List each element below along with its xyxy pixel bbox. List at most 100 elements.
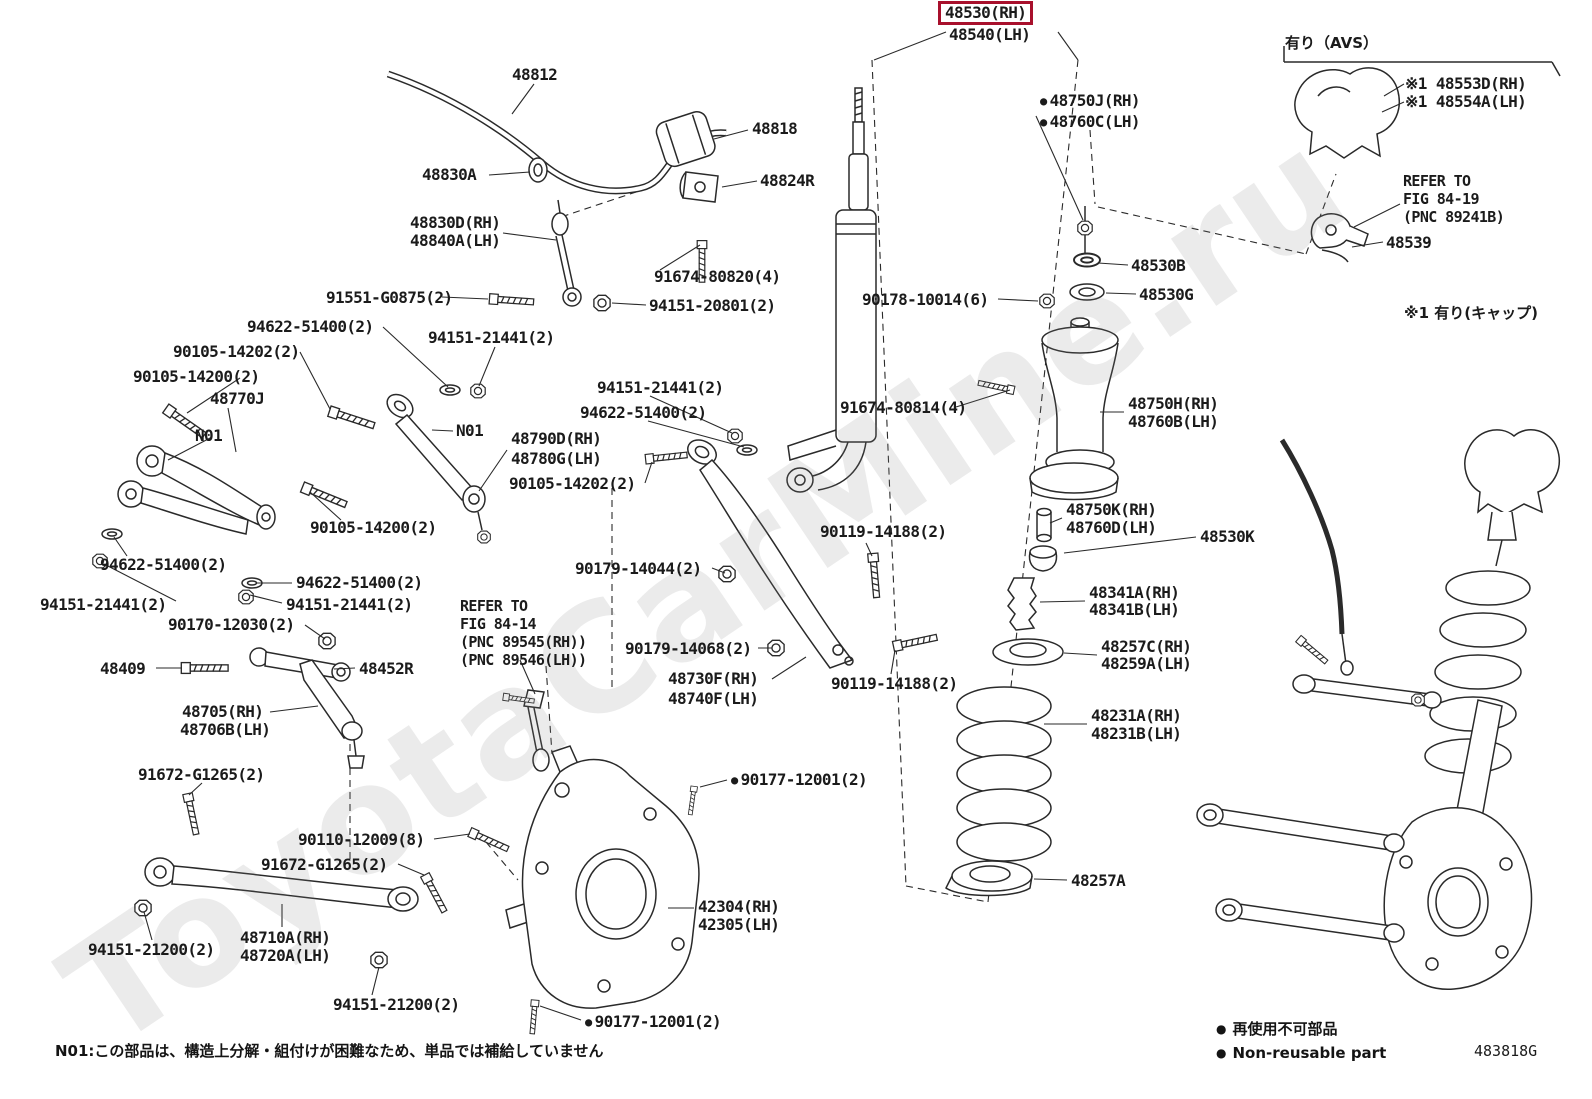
part-label-48452r: 48452R xyxy=(359,660,414,678)
part-label-48790d-rh: 48790D(RH) xyxy=(511,430,602,448)
part-label-text: 90119-14188(2) xyxy=(831,674,958,693)
part-label-text: 48760D(LH) xyxy=(1066,518,1157,537)
part-label-94151-21200-2: 94151-21200(2) xyxy=(88,941,215,959)
stabilizer-link-48830D xyxy=(551,199,582,307)
part-label-text: 48824R xyxy=(760,171,815,190)
part-label-text: 48720A(LH) xyxy=(240,946,331,965)
part-label-text: 90119-14188(2) xyxy=(820,522,947,541)
assembled-suspension-view xyxy=(1196,429,1560,990)
non-reusable-legend: ●再使用不可部品 ●Non-reusable part xyxy=(1216,1018,1386,1067)
part-label-48706b-lh: 48706B(LH) xyxy=(180,720,271,739)
part-label-48824r: 48824R xyxy=(760,171,815,190)
part-label-91674-80814-4: 91674-80814(4) xyxy=(840,398,967,417)
non-reusable-dot-icon: ● xyxy=(1216,1046,1227,1060)
part-label-text: 48259A(LH) xyxy=(1101,654,1192,673)
leader-lines xyxy=(103,31,1405,1021)
part-label-48409: 48409 xyxy=(100,660,146,678)
part-label-text: 48231A(RH) xyxy=(1091,706,1182,725)
part-label-n01: N01 xyxy=(456,422,484,440)
upper-support-48750H xyxy=(977,206,1119,501)
part-label-48830a: 48830A xyxy=(422,166,477,184)
non-reusable-dot-icon: ● xyxy=(1216,1022,1227,1036)
part-label-text: 90179-14044(2) xyxy=(575,559,702,578)
part-label-91674-80820-4: 91674-80820(4) xyxy=(654,268,781,286)
part-label-text: 48341B(LH) xyxy=(1089,600,1180,619)
part-label-48231a-rh: 48231A(RH) xyxy=(1091,706,1182,725)
non-reusable-dot-icon: ● xyxy=(1040,94,1047,108)
part-label-text: 48830D(RH) xyxy=(410,213,501,232)
part-label-48818: 48818 xyxy=(752,120,798,138)
part-label-text: 91551-G0875(2) xyxy=(326,288,453,307)
spring-seat-48257A xyxy=(945,860,1033,897)
part-label-avs: 有り（AVS） xyxy=(1285,34,1378,52)
part-label-48540-lh: 48540(LH) xyxy=(949,25,1031,44)
part-label-text: 48341A(RH) xyxy=(1089,583,1180,602)
part-label-text: 48706B(LH) xyxy=(180,720,271,739)
part-label-text: 90179-14068(2) xyxy=(625,639,752,658)
part-label-90105-14202-2: 90105-14202(2) xyxy=(173,343,300,361)
arm-front-bushing xyxy=(117,480,249,535)
shock-absorber-48530 xyxy=(786,87,877,493)
part-label-text: 90110-12009(8) xyxy=(298,830,425,849)
part-label-text: ※1 48554A(LH) xyxy=(1405,92,1527,111)
part-label-text: 48539 xyxy=(1386,233,1432,252)
link-fig-84-14 xyxy=(502,689,550,772)
part-label-48760b-lh: 48760B(LH) xyxy=(1128,412,1219,431)
part-label-48530-rh: 48530(RH) xyxy=(938,1,1034,25)
part-label-48760c-lh: ●48760C(LH) xyxy=(1040,113,1141,131)
clamp-48539 xyxy=(1310,213,1369,263)
toe-link-48790D xyxy=(386,393,491,544)
part-label-90105-14200-2: 90105-14200(2) xyxy=(133,368,260,386)
part-label-94622-51400-2: 94622-51400(2) xyxy=(247,318,374,336)
part-label-text: 91672-G1265(2) xyxy=(261,855,388,874)
part-label-text: 94151-21200(2) xyxy=(333,995,460,1014)
part-label-48720a-lh: 48720A(LH) xyxy=(240,946,331,965)
part-label-text: 48760B(LH) xyxy=(1128,412,1219,431)
part-label-text: 94151-20801(2) xyxy=(649,296,776,315)
part-label-48710a-rh: 48710A(RH) xyxy=(240,928,331,947)
part-label-text: 48530B xyxy=(1131,256,1186,275)
part-label-text: 48840A(LH) xyxy=(410,231,501,250)
part-label-48231b-lh: 48231B(LH) xyxy=(1091,725,1182,743)
stabilizer-bracket-48824R xyxy=(679,171,719,203)
part-label-text: ※1 有り(キャップ) xyxy=(1404,304,1538,322)
part-label-text: 90170-12030(2) xyxy=(168,615,295,634)
part-label-91551-g0875-2: 91551-G0875(2) xyxy=(326,288,453,307)
spring-seat-48257C xyxy=(992,638,1064,666)
part-label-refer-to-fig-84-19-pnc-89241b: REFER TO FIG 84-19 (PNC 89241B) xyxy=(1403,172,1505,226)
stabilizer-bracket-48830A xyxy=(528,157,548,183)
part-label-text: REFER TO FIG 84-19 (PNC 89241B) xyxy=(1403,172,1505,226)
part-label-42304-rh: 42304(RH) xyxy=(698,897,780,916)
part-label-48257a: 48257A xyxy=(1071,872,1126,890)
upper-arm-48770J xyxy=(136,445,276,530)
part-label-94151-21441-2: 94151-21441(2) xyxy=(40,595,167,614)
part-label-text: 48540(LH) xyxy=(949,25,1031,44)
part-label-text: 94151-21441(2) xyxy=(40,595,167,614)
part-label-91672-g1265-2: 91672-G1265(2) xyxy=(261,855,388,874)
part-label-text: N01 xyxy=(195,426,223,445)
figure-code: 483818G xyxy=(1474,1042,1538,1060)
part-label-text: 48730F(RH) xyxy=(668,669,759,688)
part-label-text: 91672-G1265(2) xyxy=(138,765,265,784)
part-label-text: 90177-12001(2) xyxy=(594,1012,722,1031)
part-label-94622-51400-2: 94622-51400(2) xyxy=(580,404,707,422)
part-label-48530k: 48530K xyxy=(1200,527,1255,546)
part-label-1: ※1 有り(キャップ) xyxy=(1404,304,1538,322)
legend-text-jp: 再使用不可部品 xyxy=(1232,1020,1338,1038)
part-label-48830d-rh: 48830D(RH) xyxy=(410,213,501,232)
part-label-text: 48812 xyxy=(512,65,558,84)
part-label-48750j-rh: ●48750J(RH) xyxy=(1040,92,1141,110)
part-label-48341b-lh: 48341B(LH) xyxy=(1089,600,1180,619)
part-label-94151-21200-2: 94151-21200(2) xyxy=(333,995,460,1014)
part-label-48705-rh: 48705(RH) xyxy=(182,703,264,721)
part-label-text: 48257C(RH) xyxy=(1101,637,1192,656)
part-label-94151-21441-2: 94151-21441(2) xyxy=(597,379,724,397)
part-label-text: 48530K xyxy=(1200,527,1255,546)
part-label-text: 91674-80814(4) xyxy=(840,398,967,417)
footnote-n01: N01:この部品は、構造上分解・組付けが困難なため、単品では補給していません xyxy=(55,1042,604,1060)
part-label-text: 48710A(RH) xyxy=(240,928,331,947)
part-label-text: 90177-12001(2) xyxy=(740,770,868,789)
part-label-text: 90105-14202(2) xyxy=(509,474,636,493)
part-label-n01: N01 xyxy=(195,426,223,445)
part-label-text: 42304(RH) xyxy=(698,897,780,916)
